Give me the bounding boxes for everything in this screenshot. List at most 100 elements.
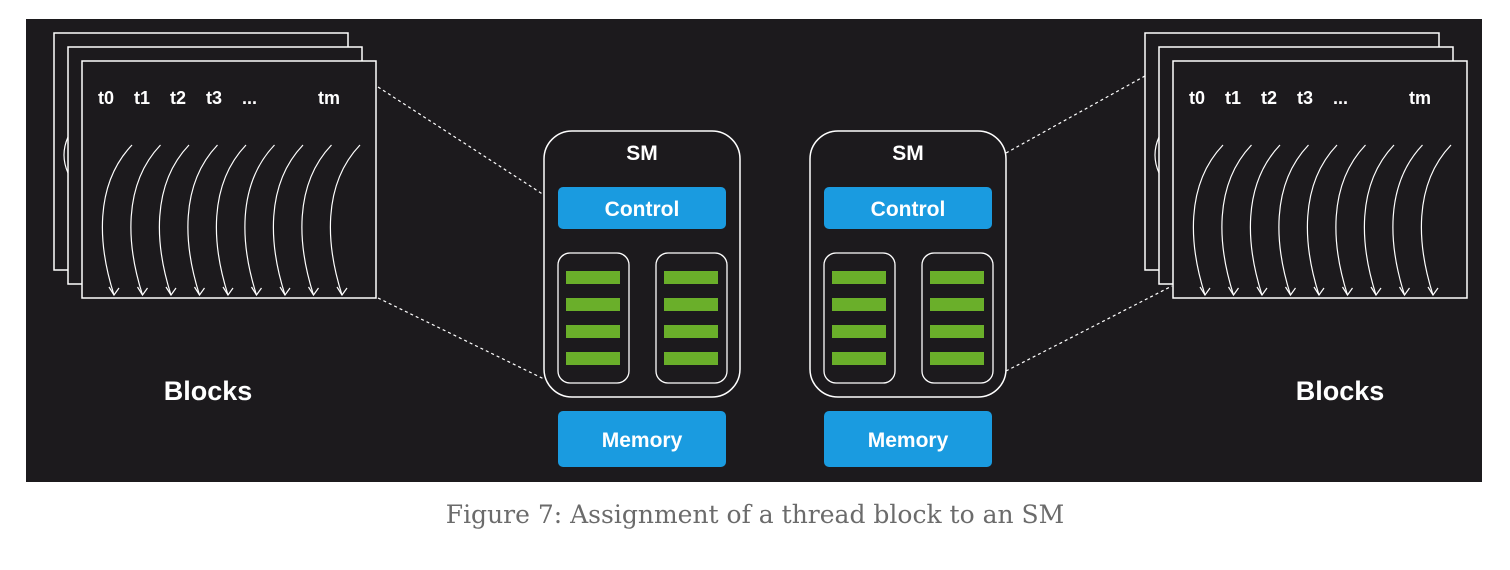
right-thread-label-t3: t3 bbox=[1297, 88, 1313, 108]
thread-arrow bbox=[1392, 144, 1423, 296]
right-blocks-stack: t0 t1 t2 t3 ... tm bbox=[1144, 32, 1468, 299]
core-unit bbox=[832, 271, 860, 284]
core-unit bbox=[664, 271, 692, 284]
core-unit bbox=[956, 271, 984, 284]
sm-right-cores bbox=[832, 271, 984, 365]
thread-arrow bbox=[1420, 144, 1452, 296]
sm-right-outline bbox=[809, 130, 1007, 398]
thread-arrow-head bbox=[1284, 286, 1296, 297]
thread-arrow bbox=[215, 144, 247, 296]
diagram-panel: t0 t1 t2 t3 ... tm Blocks SM Control Mem… bbox=[26, 19, 1482, 482]
core-unit bbox=[664, 352, 692, 365]
right-thread-label-tm: tm bbox=[1409, 88, 1431, 108]
left-thread-label-tm: tm bbox=[318, 88, 340, 108]
thread-arrow bbox=[1221, 144, 1252, 296]
core-unit bbox=[930, 352, 958, 365]
thread-arrow-head bbox=[1199, 286, 1211, 297]
thread-arrow bbox=[130, 144, 161, 296]
thread-arrow-head bbox=[1313, 286, 1325, 297]
left-blocks-label: Blocks bbox=[164, 376, 253, 406]
core-unit bbox=[592, 352, 620, 365]
core-unit bbox=[858, 271, 886, 284]
thread-arrow bbox=[1363, 144, 1395, 296]
thread-arrow-head bbox=[1398, 286, 1410, 297]
thread-arrow bbox=[1278, 144, 1309, 296]
core-unit bbox=[690, 298, 718, 311]
core-unit bbox=[858, 325, 886, 338]
sm-left-control-box bbox=[558, 187, 726, 229]
sm-left-memory-label: Memory bbox=[602, 429, 683, 452]
core-unit bbox=[566, 352, 594, 365]
sm-right-control-box bbox=[824, 187, 992, 229]
sm-right: SM Control Memory bbox=[809, 130, 1007, 467]
thread-arrow bbox=[244, 144, 275, 296]
sm-right-memory-label: Memory bbox=[868, 429, 949, 452]
sm-left-core-group-2 bbox=[655, 252, 728, 384]
thread-arrow bbox=[187, 144, 218, 296]
sm-right-memory-box bbox=[824, 411, 992, 467]
thread-arrow-head bbox=[1341, 286, 1353, 297]
left-blocks-stack: t0 t1 t2 t3 ... tm bbox=[53, 32, 377, 299]
core-unit bbox=[592, 325, 620, 338]
core-unit bbox=[690, 325, 718, 338]
core-unit bbox=[832, 352, 860, 365]
left-connector-top bbox=[377, 86, 545, 196]
left-thread-label-t1: t1 bbox=[134, 88, 150, 108]
core-unit bbox=[858, 298, 886, 311]
core-unit bbox=[664, 325, 692, 338]
thread-arrow bbox=[1335, 144, 1366, 296]
sm-left-core-group-1 bbox=[557, 252, 630, 384]
sm-right-title: SM bbox=[892, 142, 924, 165]
thread-arrow bbox=[158, 144, 190, 296]
thread-arrow-head bbox=[136, 286, 148, 297]
thread-arrow-head bbox=[222, 286, 234, 297]
sm-left: SM Control Memory bbox=[543, 130, 741, 467]
left-thread-label-ellipsis: ... bbox=[242, 88, 257, 108]
thread-arrow bbox=[1306, 144, 1338, 296]
core-unit bbox=[930, 271, 958, 284]
left-thread-label-t0: t0 bbox=[98, 88, 114, 108]
left-thread-label-t2: t2 bbox=[170, 88, 186, 108]
right-thread-label-t2: t2 bbox=[1261, 88, 1277, 108]
thread-arrow-head bbox=[108, 286, 120, 297]
core-unit bbox=[956, 298, 984, 311]
core-unit bbox=[930, 325, 958, 338]
thread-arrow bbox=[1192, 144, 1224, 296]
thread-arrow-head bbox=[279, 286, 291, 297]
thread-arrow bbox=[272, 144, 304, 296]
left-block-front bbox=[81, 60, 377, 299]
right-block-front bbox=[1172, 60, 1468, 299]
core-unit bbox=[956, 325, 984, 338]
right-thread-arrows bbox=[1192, 144, 1452, 297]
core-unit bbox=[858, 352, 886, 365]
core-unit bbox=[690, 271, 718, 284]
thread-arrow-head bbox=[1227, 286, 1239, 297]
thread-arrow-head bbox=[307, 286, 319, 297]
thread-arrow bbox=[329, 144, 361, 296]
sm-left-control-label: Control bbox=[605, 198, 680, 221]
core-unit bbox=[930, 298, 958, 311]
right-thread-label-ellipsis: ... bbox=[1333, 88, 1348, 108]
sm-left-cores bbox=[566, 271, 718, 365]
thread-arrow-head bbox=[1427, 286, 1439, 297]
thread-arrow bbox=[301, 144, 332, 296]
thread-arrow-head bbox=[250, 286, 262, 297]
thread-arrow-head bbox=[165, 286, 177, 297]
left-thread-arrows bbox=[101, 144, 361, 297]
right-blocks-label: Blocks bbox=[1296, 376, 1385, 406]
core-unit bbox=[832, 325, 860, 338]
core-unit bbox=[832, 298, 860, 311]
sm-left-title: SM bbox=[626, 142, 658, 165]
thread-arrow-head bbox=[193, 286, 205, 297]
core-unit bbox=[592, 271, 620, 284]
left-thread-label-t3: t3 bbox=[206, 88, 222, 108]
sm-right-core-group-2 bbox=[921, 252, 994, 384]
core-unit bbox=[664, 298, 692, 311]
sm-left-memory-box bbox=[558, 411, 726, 467]
core-unit bbox=[956, 352, 984, 365]
thread-arrow bbox=[101, 144, 133, 296]
core-unit bbox=[690, 352, 718, 365]
right-thread-label-t1: t1 bbox=[1225, 88, 1241, 108]
right-connector-bottom bbox=[1005, 285, 1173, 372]
thread-arrow-head bbox=[1370, 286, 1382, 297]
